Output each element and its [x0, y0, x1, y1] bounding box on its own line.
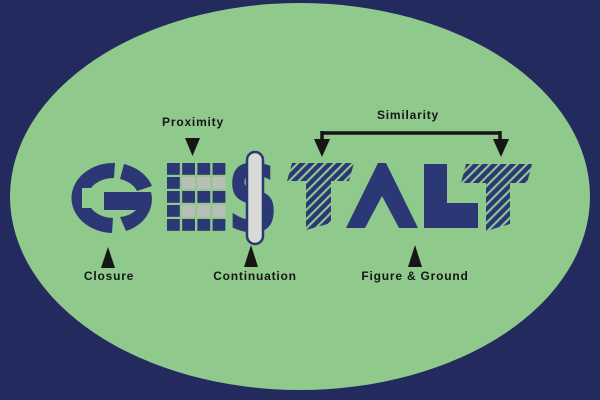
- similarity-left-down-arrow-icon: [314, 139, 330, 157]
- e-tile: [167, 191, 180, 203]
- continuation-up-arrow-icon: [244, 245, 258, 267]
- letter-t1-similarity: [287, 163, 354, 230]
- proximity-down-arrow-icon: [185, 138, 200, 156]
- similarity-bracket-line: [320, 131, 502, 140]
- e-tile: [197, 219, 211, 231]
- e-tile: [182, 205, 195, 217]
- e-tile: [167, 205, 180, 217]
- e-tile: [167, 163, 180, 175]
- letter-a-figure-ground: [346, 163, 418, 228]
- label-figure-ground: Figure & Ground: [361, 269, 469, 283]
- g-left-crescent: [71, 162, 115, 233]
- e-tile: [182, 163, 195, 175]
- label-similarity: Similarity: [376, 108, 440, 122]
- letter-l: [424, 164, 478, 228]
- e-tile: [182, 177, 195, 189]
- e-tile: [212, 219, 226, 231]
- label-closure: Closure: [83, 269, 135, 283]
- e-tile: [212, 205, 226, 217]
- e-tile: [167, 219, 180, 231]
- e-tile: [212, 191, 226, 203]
- e-tile: [167, 177, 180, 189]
- label-continuation: Continuation: [213, 269, 297, 283]
- letter-e-proximity: [167, 163, 226, 231]
- letter-t2-similarity: [461, 164, 532, 231]
- e-tile: [197, 205, 211, 217]
- similarity-bracket: [314, 131, 509, 157]
- e-tile: [182, 191, 195, 203]
- e-tile: [197, 177, 211, 189]
- e-tile: [197, 191, 211, 203]
- letter-g-closure: [71, 162, 152, 233]
- similarity-right-down-arrow-icon: [493, 139, 509, 157]
- g-top-right-arc: [120, 164, 152, 191]
- g-bar-tail: [104, 192, 152, 231]
- figure-ground-up-arrow-icon: [408, 245, 422, 267]
- closure-up-arrow-icon: [101, 247, 115, 268]
- e-tile: [212, 177, 226, 189]
- e-tile: [197, 163, 211, 175]
- label-proximity: Proximity: [162, 115, 224, 129]
- e-tile: [182, 219, 195, 231]
- g-closure-notch: [82, 188, 102, 208]
- continuation-bar: [245, 150, 265, 246]
- e-tile: [212, 163, 226, 175]
